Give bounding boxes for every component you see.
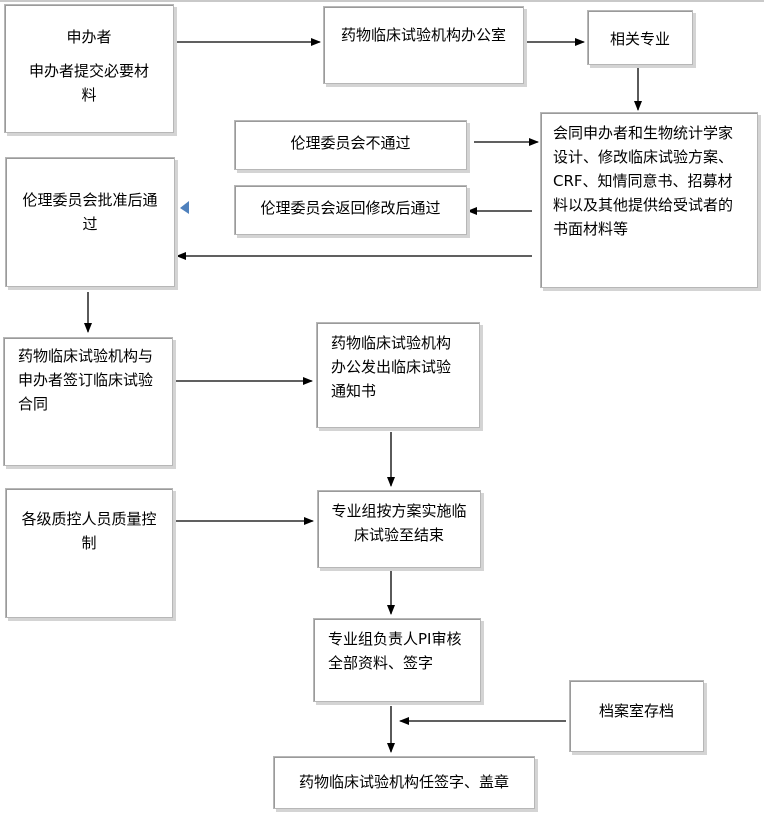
ethics-modify-box: 伦理委员会返回修改后通过: [234, 185, 467, 235]
ethics-modify-text: 伦理委员会返回修改后通过: [260, 199, 441, 217]
sponsor-box: 申办者 申办者提交必要材 料: [4, 4, 174, 133]
design-text: 会同申办者和生物统计学家设计、修改临床试验方案、CRF、知情同意书、招募材料以及…: [553, 124, 734, 238]
ethics-reject-text: 伦理委员会不通过: [290, 134, 411, 152]
final-text: 药物临床试验机构任签字、盖章: [298, 773, 509, 791]
small-blue-marker: [180, 201, 189, 214]
ethics-approve-text: 伦理委员会批准后通过: [22, 191, 158, 233]
notice-text: 药物临床试验机构办公发出临床试验通知书: [331, 334, 452, 400]
contract-box: 药物临床试验机构与申办者签订临床试验合同: [3, 337, 173, 466]
window-top-edge: [0, 0, 764, 2]
ethics-reject-box: 伦理委员会不通过: [234, 120, 467, 170]
ethics-approve-box: 伦理委员会批准后通过: [5, 157, 175, 287]
dept-text: 相关专业: [609, 30, 670, 48]
pi-review-box: 专业组负责人PI审核全部资料、签字: [313, 618, 481, 702]
design-box: 会同申办者和生物统计学家设计、修改临床试验方案、CRF、知情同意书、招募材料以及…: [540, 112, 758, 288]
pi-review-text: 专业组负责人PI审核全部资料、签字: [328, 630, 462, 672]
notice-box: 药物临床试验机构办公发出临床试验通知书: [316, 322, 480, 428]
qc-text: 各级质控人员质量控制: [21, 510, 157, 552]
office-box: 药物临床试验机构办公室: [323, 6, 524, 84]
qc-box: 各级质控人员质量控制: [5, 488, 173, 618]
final-box: 药物临床试验机构任签字、盖章: [273, 756, 535, 809]
dept-box: 相关专业: [587, 10, 693, 65]
implement-text: 专业组按方案实施临床试验至结束: [331, 502, 467, 544]
contract-text: 药物临床试验机构与申办者签订临床试验合同: [18, 347, 154, 413]
sponsor-line2: 料: [81, 86, 97, 104]
sponsor-title: 申办者: [66, 28, 112, 46]
sponsor-line1: 申办者提交必要材: [28, 62, 149, 80]
office-text: 药物临床试验机构办公室: [340, 26, 506, 44]
archive-text: 档案室存档: [598, 702, 674, 720]
archive-box: 档案室存档: [569, 680, 704, 752]
implement-box: 专业组按方案实施临床试验至结束: [317, 490, 481, 568]
